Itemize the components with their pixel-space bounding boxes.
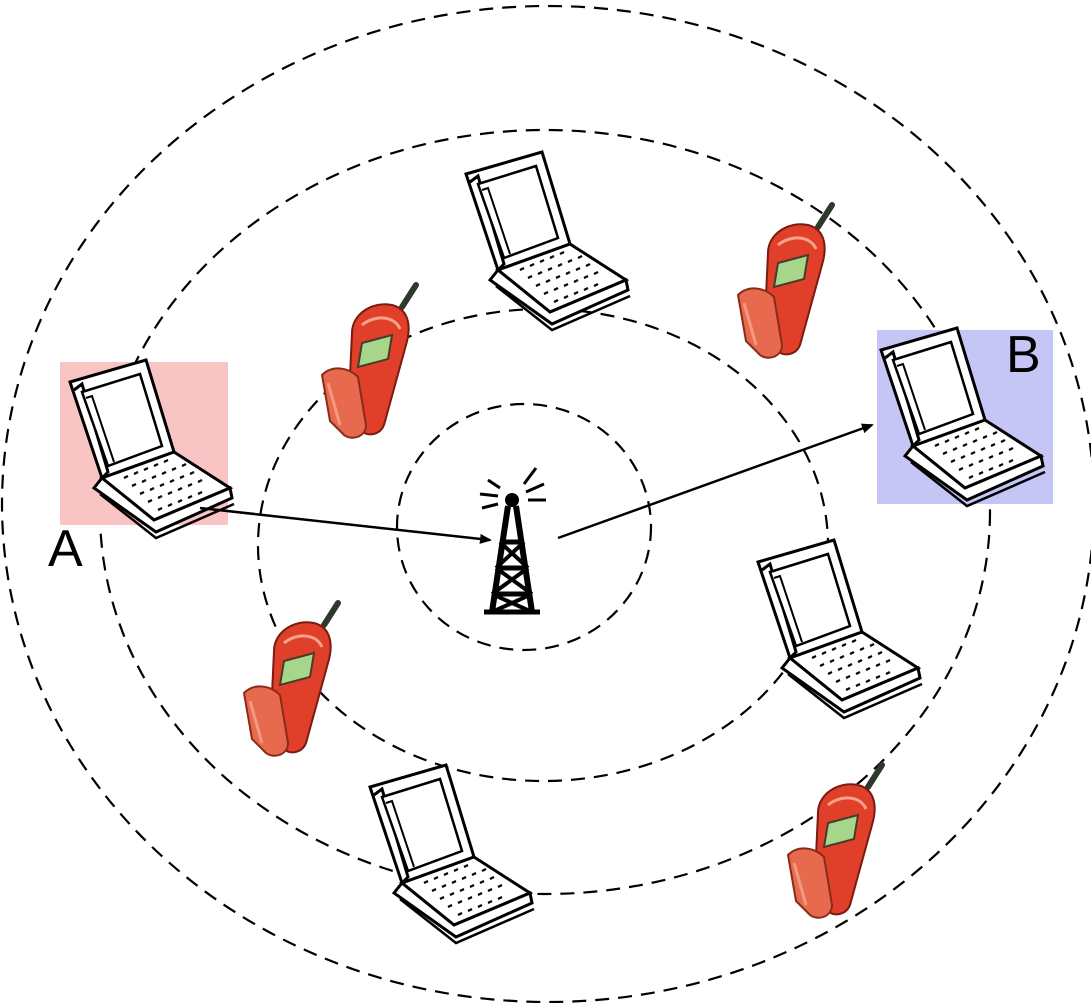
arrow-tower-to-b [557, 423, 874, 540]
laptop-icon [368, 763, 536, 945]
mobile-phone-icon [244, 603, 338, 756]
coverage-ring-inner [395, 402, 653, 652]
mobile-phone-icon [788, 765, 882, 918]
mobile-phone-icon [322, 285, 416, 438]
arrow-a-to-tower [199, 506, 492, 544]
mobile-phone-icon [738, 205, 832, 358]
coverage-ring-outer [1, 5, 1091, 1003]
node-label-b: B [1006, 326, 1041, 384]
node-label-a: A [48, 520, 83, 578]
laptop-icon [756, 538, 924, 720]
laptop-icon [464, 150, 632, 332]
